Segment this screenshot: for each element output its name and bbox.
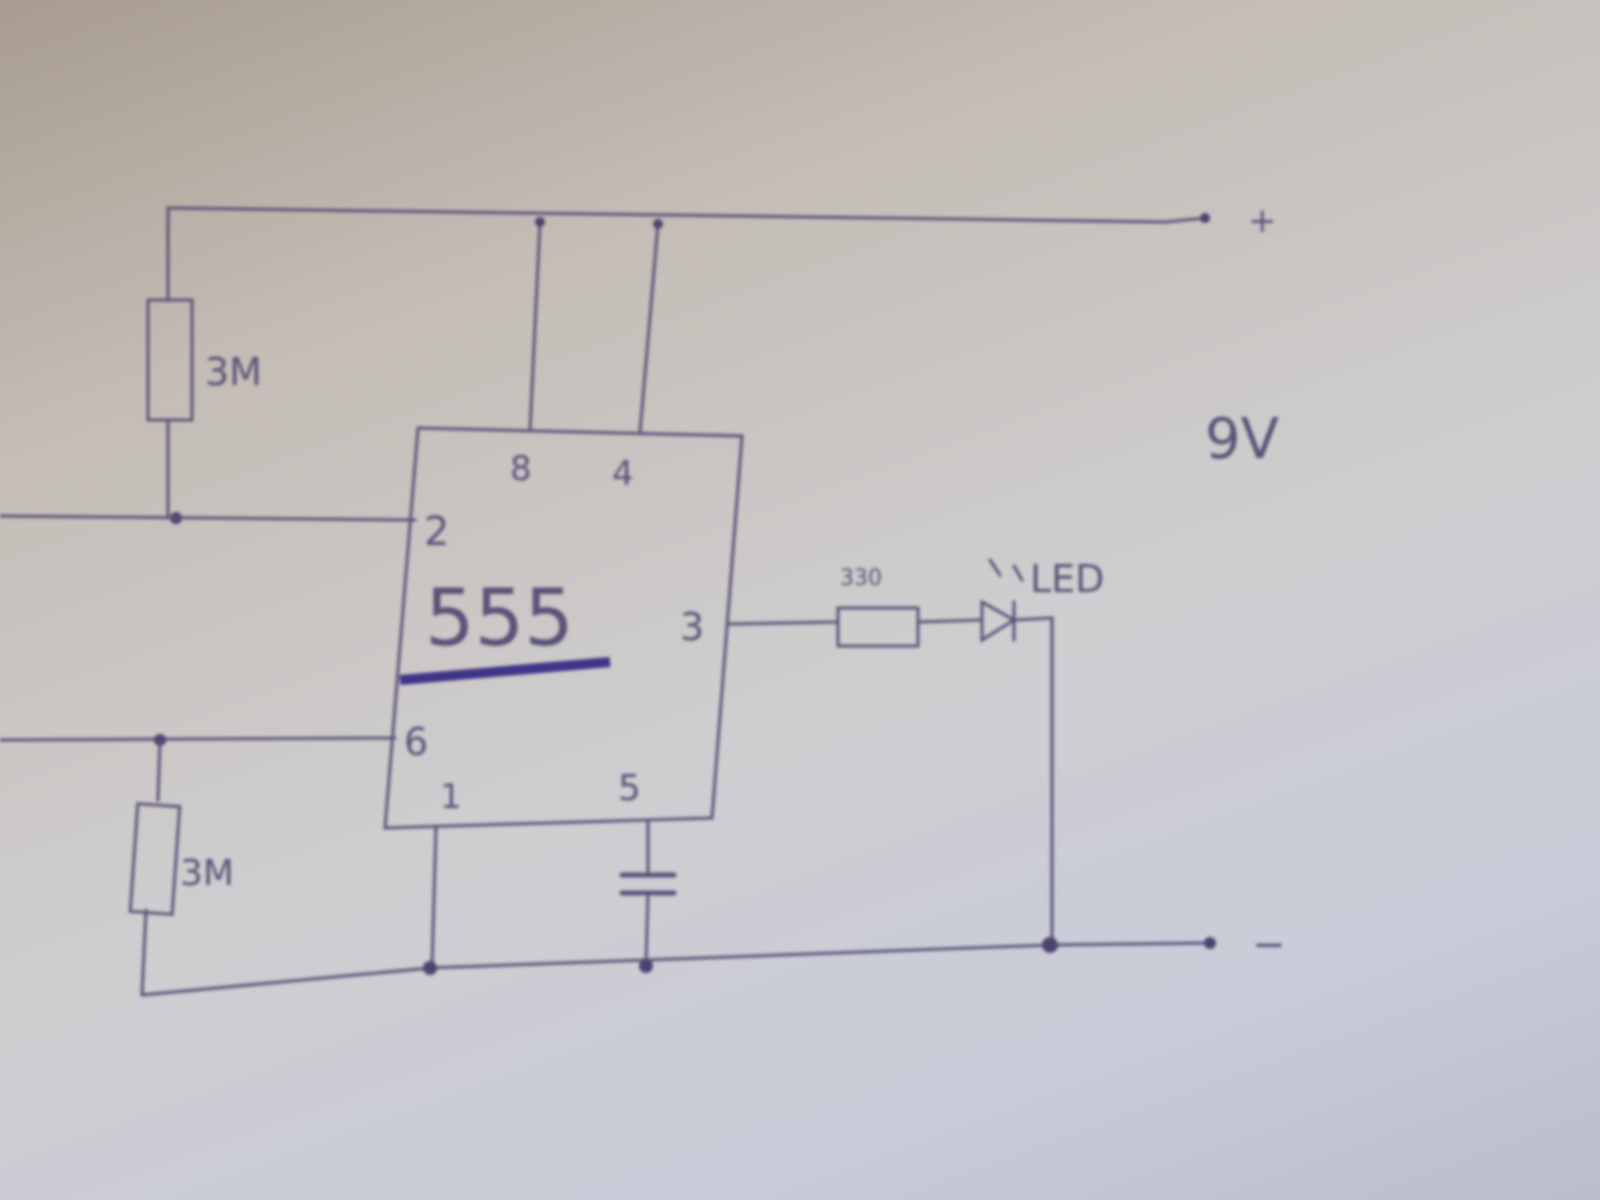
led-symbol	[980, 599, 1017, 643]
resistor-bottom-label: 3M	[180, 853, 234, 894]
wire-pin8	[528, 220, 542, 432]
negative-terminal-dot	[1204, 937, 1216, 949]
positive-terminal-dot	[1200, 213, 1210, 223]
chip-label: 555	[425, 574, 574, 664]
pin-4-label: 4	[612, 454, 634, 494]
junction-dot	[639, 959, 653, 973]
junction-dot	[653, 219, 663, 229]
led-emission-arrows	[988, 558, 1024, 582]
capacitor	[619, 872, 677, 896]
wire-pin2	[0, 514, 417, 522]
negative-rail	[140, 941, 1212, 997]
led-label: LED	[1030, 557, 1104, 601]
supply-voltage-label: 9V	[1205, 407, 1279, 472]
pin-5-label: 5	[618, 768, 641, 809]
resistor-output-label: 330	[840, 566, 882, 591]
wire	[140, 738, 162, 997]
resistor-output	[836, 606, 920, 648]
wire-pin6	[0, 736, 397, 742]
positive-terminal-label: +	[1248, 201, 1277, 241]
resistor-bottom	[128, 802, 182, 916]
wire-pin4	[638, 222, 660, 434]
chip-underline	[399, 657, 611, 685]
junction-dot	[423, 961, 437, 975]
wire-pin1	[430, 824, 438, 970]
positive-rail	[166, 206, 1207, 224]
junction-dot	[535, 217, 545, 227]
pin-3-label: 3	[680, 605, 704, 649]
junction-dot	[1042, 937, 1058, 953]
resistor-top	[146, 298, 194, 422]
negative-terminal-label: −	[1252, 922, 1286, 968]
chip-body	[383, 426, 744, 830]
pin-8-label: 8	[510, 449, 532, 489]
pin-2-label: 2	[424, 509, 449, 555]
wire-pin3	[728, 620, 840, 626]
wire	[1012, 616, 1054, 947]
pin-6-label: 6	[404, 720, 428, 764]
wire-pin5	[644, 820, 650, 967]
pin-1-label: 1	[440, 777, 462, 817]
resistor-top-label: 3M	[205, 350, 262, 394]
wire	[916, 618, 982, 624]
